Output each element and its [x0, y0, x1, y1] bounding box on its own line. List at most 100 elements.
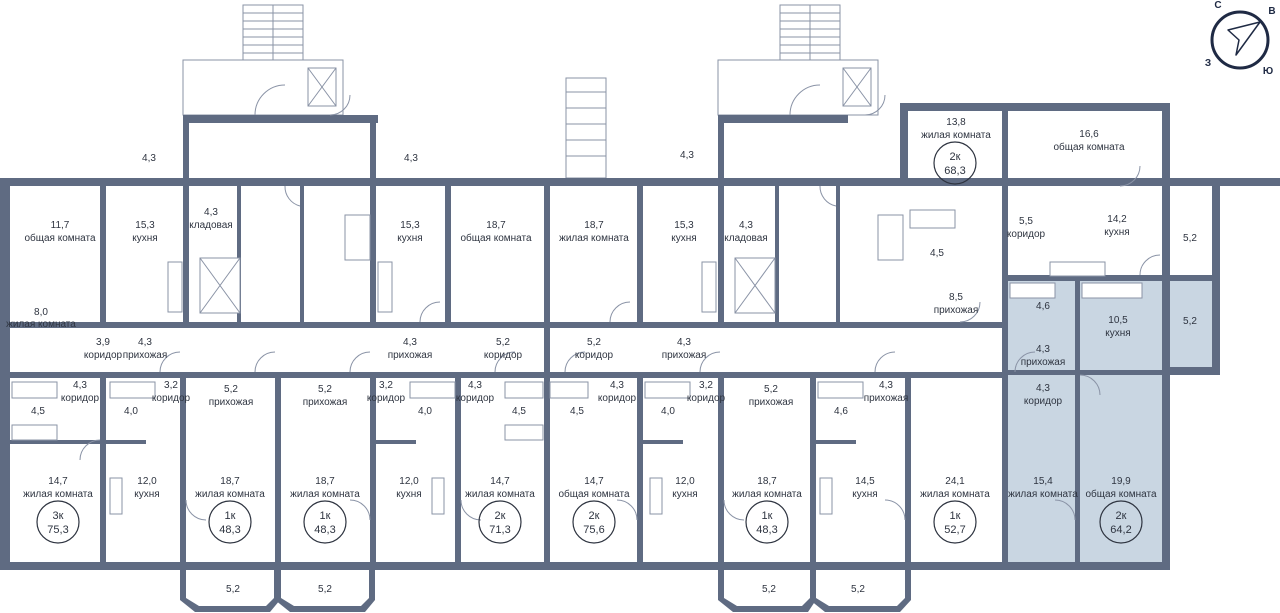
room-area: 11,7 — [51, 220, 70, 231]
svg-text:48,3: 48,3 — [314, 524, 335, 536]
room-name: коридор — [598, 393, 637, 404]
svg-text:3к: 3к — [53, 510, 64, 522]
compass-south: Ю — [1263, 66, 1273, 77]
room-area: 4,3 — [403, 337, 417, 348]
room-area: 4,3 — [879, 380, 893, 391]
room-area: 5,5 — [1019, 216, 1033, 227]
room-area: 4,3 — [1036, 344, 1050, 355]
room-area: 4,3 — [138, 337, 152, 348]
room-name: коридор — [61, 393, 100, 404]
area-value: 4,6 — [1036, 301, 1050, 312]
compass-arrow-icon — [1227, 21, 1261, 56]
svg-text:64,2: 64,2 — [1110, 524, 1131, 536]
room-name: прихожая — [388, 350, 433, 361]
room-name: жилая комната — [732, 489, 802, 500]
room-name: прихожая — [749, 397, 794, 408]
room-name: жилая комната — [1008, 489, 1078, 500]
room-area: 12,0 — [675, 476, 695, 487]
room-area: 18,7 — [584, 220, 604, 231]
room-name: общая комната — [1085, 488, 1157, 500]
room-area: 18,7 — [757, 476, 777, 487]
room-area: 24,1 — [945, 476, 965, 487]
room-name: кухня — [852, 489, 877, 500]
room-name: прихожая — [1021, 357, 1066, 368]
apartment-badge[interactable]: 1к 48,3 — [303, 500, 347, 544]
room-name: коридор — [1007, 229, 1046, 240]
room-area: 4,3 — [610, 380, 624, 391]
room-name: кладовая — [189, 220, 232, 231]
svg-text:48,3: 48,3 — [219, 524, 240, 536]
room-name: коридор — [152, 393, 191, 404]
room-name: кухня — [397, 233, 422, 244]
room-area: 5,2 — [764, 384, 778, 395]
area-value: 4,5 — [930, 248, 944, 259]
room-area: 3,2 — [164, 380, 178, 391]
room-name: общая комната — [558, 488, 630, 500]
bay-windows-bottom — [180, 570, 911, 612]
svg-text:2к: 2к — [495, 510, 506, 522]
room-name: прихожая — [934, 305, 979, 316]
area-value: 4,5 — [570, 406, 584, 417]
room-area: 14,2 — [1107, 214, 1127, 225]
fixtures — [11, 209, 1143, 515]
room-name: жилая комната — [195, 489, 265, 500]
compass-north: С — [1214, 0, 1221, 11]
compass-west: З — [1205, 58, 1211, 69]
room-name: жилая комната — [6, 319, 76, 330]
room-name: жилая комната — [23, 489, 93, 500]
room-area: 8,0 — [34, 307, 48, 318]
room-area: 4,3 — [468, 380, 482, 391]
room-name: общая комната — [460, 232, 532, 244]
horizontal-walls — [0, 180, 1220, 444]
room-name: коридор — [575, 350, 614, 361]
room-name: жилая комната — [559, 233, 629, 244]
room-area: 18,7 — [486, 220, 506, 231]
svg-text:75,3: 75,3 — [47, 524, 68, 536]
room-area: 14,7 — [48, 476, 68, 487]
room-area: 15,3 — [135, 220, 155, 231]
area-value: 4,0 — [124, 406, 138, 417]
area-value: 5,2 — [1183, 316, 1197, 327]
room-name: кухня — [132, 233, 157, 244]
room-name: кухня — [1105, 328, 1130, 339]
room-name: коридор — [484, 350, 523, 361]
room-area: 3,2 — [379, 380, 393, 391]
svg-text:1к: 1к — [320, 510, 331, 522]
room-name: кухня — [671, 233, 696, 244]
room-name: прихожая — [303, 397, 348, 408]
room-area: 4,3 — [204, 207, 218, 218]
apartment-badge[interactable]: 3к 75,3 — [36, 500, 80, 544]
area-value: 4,3 — [680, 150, 694, 161]
room-area: 15,4 — [1033, 476, 1053, 487]
area-value: 4,3 — [142, 153, 156, 164]
room-area: 4,3 — [1036, 383, 1050, 394]
room-area: 12,0 — [137, 476, 157, 487]
area-value: 5,2 — [762, 584, 776, 595]
room-area: 12,0 — [399, 476, 419, 487]
room-name: прихожая — [864, 393, 909, 404]
room-area: 10,5 — [1108, 315, 1128, 326]
area-value: 4,5 — [31, 406, 45, 417]
room-name: кухня — [396, 489, 421, 500]
svg-text:2к: 2к — [589, 510, 600, 522]
staircase-top-right — [717, 4, 879, 116]
room-name: коридор — [456, 393, 495, 404]
area-value: 5,2 — [226, 584, 240, 595]
room-name: общая комната — [1053, 141, 1125, 153]
svg-text:68,3: 68,3 — [944, 165, 965, 177]
area-value: 4,3 — [404, 153, 418, 164]
staircase-center — [565, 77, 607, 179]
room-name: жилая комната — [921, 130, 991, 141]
room-name: коридор — [687, 393, 726, 404]
room-area: 14,7 — [584, 476, 604, 487]
room-area: 16,6 — [1079, 129, 1099, 140]
room-area: 15,3 — [400, 220, 420, 231]
